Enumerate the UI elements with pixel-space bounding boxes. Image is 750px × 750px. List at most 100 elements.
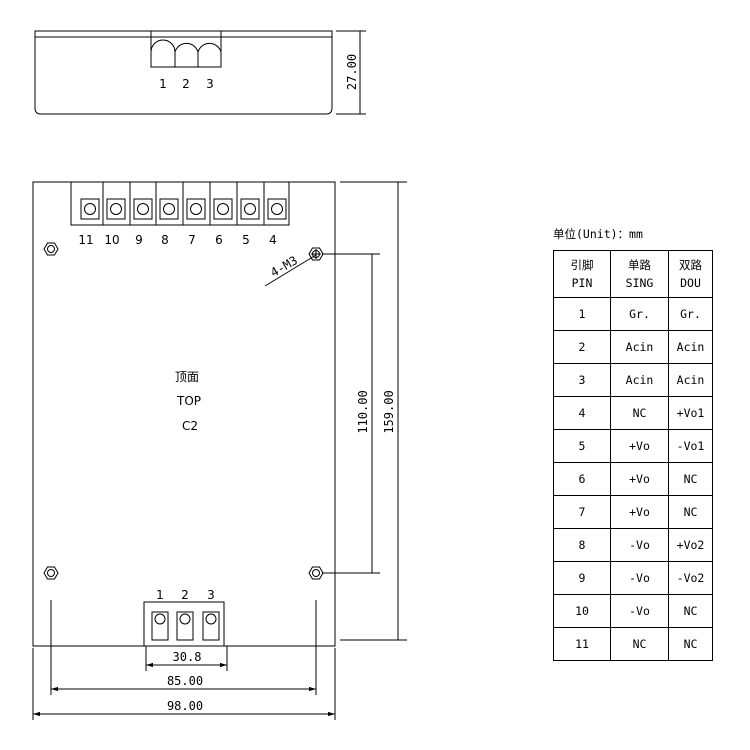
lower-pin-label: 2 [181, 588, 189, 602]
dual-output-cell: NC [668, 594, 713, 628]
mounting-hole [43, 242, 59, 256]
single-output-cell: +Vo [610, 495, 669, 529]
single-output-cell: Acin [610, 330, 669, 364]
side-height-dim-text: 27.00 [345, 54, 359, 90]
side-terminal-block [150, 30, 222, 68]
upper-terminal-screw [110, 203, 122, 215]
single-output-cell: +Vo [610, 429, 669, 463]
upper-pin-label: 7 [188, 233, 196, 247]
upper-pin-label: 11 [78, 233, 93, 247]
lower-terminal-screw [179, 613, 191, 625]
side-pin-label: 1 [159, 77, 167, 91]
pin-number-cell: 6 [553, 462, 611, 496]
top-label-en: TOP [176, 394, 201, 408]
dual-output-cell: +Vo1 [668, 396, 713, 430]
lower-pin-label: 3 [207, 588, 215, 602]
dual-output-cell: -Vo2 [668, 561, 713, 595]
side-view [34, 30, 366, 115]
upper-pin-label: 5 [242, 233, 250, 247]
pin-number-cell: 1 [553, 297, 611, 331]
header-dual-cn: 双路 [679, 258, 702, 272]
single-output-cell: Gr. [610, 297, 669, 331]
lower-pin-label: 1 [156, 588, 164, 602]
upper-terminal-screw [271, 203, 283, 215]
top-label-model: C2 [182, 419, 198, 433]
single-output-cell: -Vo [610, 528, 669, 562]
upper-terminal-pad [159, 198, 179, 220]
upper-terminal-strip [70, 181, 290, 226]
top-view [32, 181, 407, 720]
dual-output-cell: +Vo2 [668, 528, 713, 562]
upper-terminal-screw [163, 203, 175, 215]
top-view-body [32, 181, 336, 647]
single-output-cell: NC [610, 627, 669, 661]
overall-height-dim-text: 159.00 [382, 390, 396, 433]
hole-spacing-horizontal-dim-text: 85.00 [167, 674, 203, 688]
pin-number-cell: 2 [553, 330, 611, 364]
pin-number-cell: 9 [553, 561, 611, 595]
lower-terminal-pad [151, 611, 169, 641]
single-output-cell: NC [610, 396, 669, 430]
upper-pin-label: 9 [135, 233, 143, 247]
lower-pin-labels: 1 2 3 [156, 588, 215, 602]
single-output-cell: -Vo [610, 561, 669, 595]
header-single-en: SING [625, 276, 654, 290]
dual-output-cell: Acin [668, 363, 713, 397]
header-dual-en: DOU [680, 276, 701, 290]
single-output-cell: Acin [610, 363, 669, 397]
dual-output-cell: Gr. [668, 297, 713, 331]
upper-terminal-screw [244, 203, 256, 215]
side-view-body [34, 30, 333, 115]
dual-output-cell: NC [668, 627, 713, 661]
upper-terminal-pad [133, 198, 153, 220]
mounting-hole [308, 247, 324, 261]
overall-width-dim-text: 98.00 [167, 699, 203, 713]
upper-terminal-pad [267, 198, 287, 220]
upper-terminal-pad [106, 198, 126, 220]
upper-terminal-pad [186, 198, 206, 220]
single-output-cell: +Vo [610, 462, 669, 496]
pin-number-cell: 11 [553, 627, 611, 661]
dual-output-cell: NC [668, 495, 713, 529]
pin-number-cell: 3 [553, 363, 611, 397]
hole-spacing-vertical-dim-text: 110.00 [356, 390, 370, 433]
header-pin-en: PIN [571, 276, 593, 290]
lower-terminal-screw [205, 613, 217, 625]
mount-callout-leader [264, 254, 317, 287]
upper-pin-label: 10 [104, 233, 119, 247]
pin-table-row: 9-Vo-Vo2 [553, 561, 713, 595]
pin-number-cell: 4 [553, 396, 611, 430]
pin-number-cell: 5 [553, 429, 611, 463]
mounting-hole [308, 566, 324, 580]
side-pin-label: 3 [206, 77, 214, 91]
mount-callout-text: 4-M3 [268, 253, 300, 280]
side-pin-label: 2 [182, 77, 190, 91]
upper-terminal-pad [80, 198, 100, 220]
header-dual: 双路 DOU [668, 250, 713, 298]
top-label-cn: 顶面 [175, 370, 199, 384]
upper-terminal-pad [240, 198, 260, 220]
header-single-cn: 单路 [628, 258, 651, 272]
unit-caption: 单位(Unit)：mm [553, 227, 643, 241]
pin-table-row: 8-Vo+Vo2 [553, 528, 713, 562]
lower-terminal-pad [176, 611, 194, 641]
upper-terminal-pad [213, 198, 233, 220]
pin-number-cell: 8 [553, 528, 611, 562]
upper-terminal-screw [84, 203, 96, 215]
upper-terminal-screw [217, 203, 229, 215]
dual-output-cell: NC [668, 462, 713, 496]
upper-terminal-screw [190, 203, 202, 215]
upper-pin-label: 4 [269, 233, 277, 247]
